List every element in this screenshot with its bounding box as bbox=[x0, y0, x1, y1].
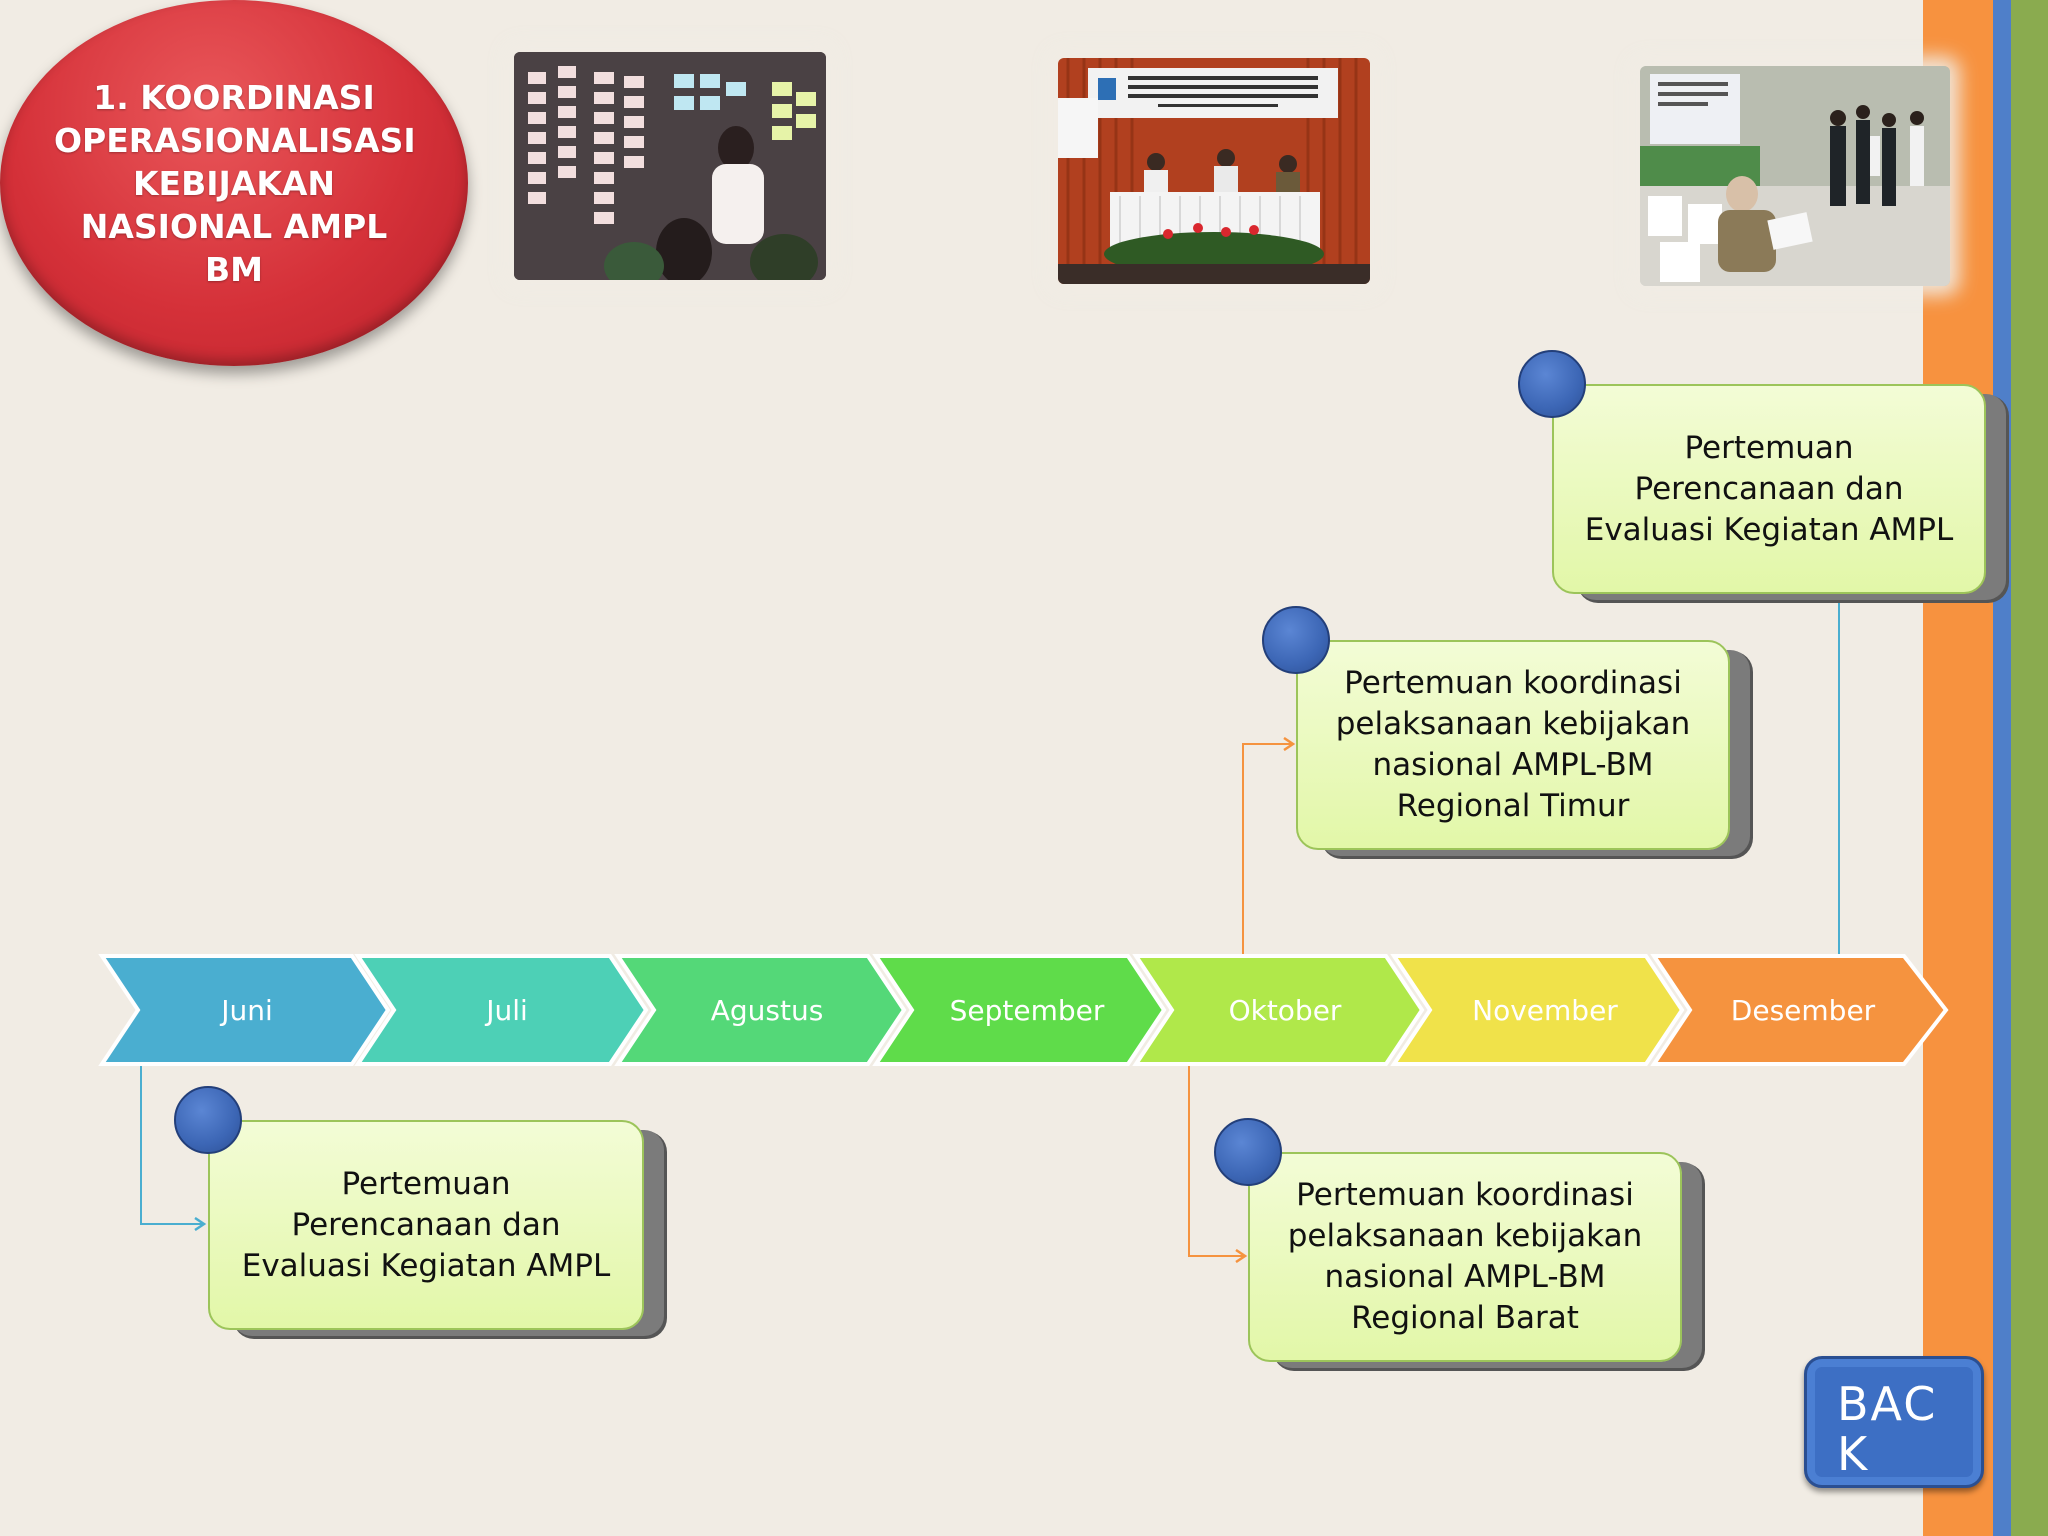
activity-text-september: Pertemuan koordinasi pelaksanaan kebijak… bbox=[1287, 1177, 1643, 1336]
activity-card-juni: Pertemuan Perencanaan dan Evaluasi Kegia… bbox=[208, 1120, 644, 1330]
green-stripe bbox=[2011, 0, 2048, 1536]
month-chevron-desember: Desember bbox=[1650, 954, 1949, 1066]
month-label-november: November bbox=[1472, 994, 1618, 1027]
month-label-oktober: Oktober bbox=[1229, 994, 1342, 1027]
month-chevron-november: November bbox=[1390, 954, 1685, 1066]
side-stripes bbox=[1923, 0, 2048, 1536]
photo-meeting-room bbox=[1640, 66, 1950, 286]
blue-stripe bbox=[1993, 0, 2011, 1536]
month-label-agustus: Agustus bbox=[711, 994, 824, 1027]
month-chevron-juli: Juli bbox=[354, 954, 649, 1066]
month-label-september: September bbox=[950, 994, 1105, 1027]
connector-oktober bbox=[1242, 744, 1292, 976]
activity-card-desember: Pertemuan Perencanaan dan Evaluasi Kegia… bbox=[1552, 384, 1986, 594]
back-button[interactable]: BAC K bbox=[1804, 1356, 1984, 1488]
activity-card-september: Pertemuan koordinasi pelaksanaan kebijak… bbox=[1248, 1152, 1682, 1362]
month-label-juli: Juli bbox=[484, 994, 528, 1027]
photo-conference bbox=[1058, 58, 1370, 284]
month-label-juni: Juni bbox=[219, 994, 273, 1027]
photo-workshop-image bbox=[514, 52, 826, 280]
photo-conference-image bbox=[1058, 58, 1370, 284]
activity-marker-september bbox=[1214, 1118, 1282, 1186]
activity-text-juni: Pertemuan Perencanaan dan Evaluasi Kegia… bbox=[241, 1165, 611, 1284]
activity-card-oktober: Pertemuan koordinasi pelaksanaan kebijak… bbox=[1296, 640, 1730, 850]
slide-title: 1. KOORDINASI OPERASIONALISASI KEBIJAKAN… bbox=[54, 77, 416, 289]
activity-text-desember: Pertemuan Perencanaan dan Evaluasi Kegia… bbox=[1584, 429, 1954, 548]
month-label-desember: Desember bbox=[1731, 994, 1876, 1027]
month-chevron-juni: Juni bbox=[98, 954, 391, 1066]
month-chevron-agustus: Agustus bbox=[614, 954, 907, 1066]
activity-marker-juni bbox=[174, 1086, 242, 1154]
title-oval: 1. KOORDINASI OPERASIONALISASI KEBIJAKAN… bbox=[0, 0, 468, 366]
photo-meeting-room-image bbox=[1640, 66, 1950, 286]
photo-workshop bbox=[514, 52, 826, 280]
month-chevron-oktober: Oktober bbox=[1132, 954, 1425, 1066]
activity-text-oktober: Pertemuan koordinasi pelaksanaan kebijak… bbox=[1335, 665, 1691, 824]
activity-marker-desember bbox=[1518, 350, 1586, 418]
month-chevron-september: September bbox=[872, 954, 1167, 1066]
activity-marker-oktober bbox=[1262, 606, 1330, 674]
